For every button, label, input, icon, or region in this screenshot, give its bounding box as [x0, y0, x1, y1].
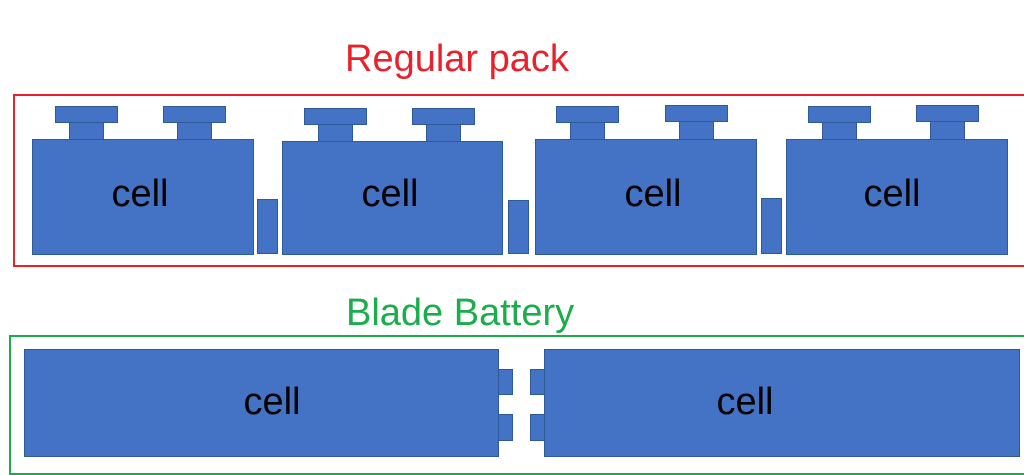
regular-cell-label: cell	[361, 173, 419, 215]
terminal-stem	[679, 121, 714, 141]
regular-pack-title: Regular pack	[345, 38, 569, 80]
cell-connector	[257, 199, 278, 254]
blade-tab	[498, 369, 513, 395]
terminal-cap	[163, 106, 226, 123]
terminal-cap	[808, 106, 871, 123]
blade-cell-label: cell	[243, 381, 301, 423]
blade-battery-title: Blade Battery	[346, 292, 575, 334]
terminal-stem	[930, 121, 965, 141]
blade-tab	[530, 414, 545, 441]
terminal-cap	[55, 106, 118, 123]
regular-cell	[535, 139, 757, 255]
blade-tab	[498, 414, 513, 441]
regular-cell	[32, 139, 254, 255]
blade-tab	[530, 369, 545, 395]
regular-cell-label: cell	[863, 173, 921, 215]
blade-cell-label: cell	[716, 381, 774, 423]
cell-connector	[508, 200, 529, 254]
blade-cell	[24, 349, 499, 457]
terminal-cap	[412, 108, 475, 125]
regular-cell-label: cell	[624, 173, 682, 215]
terminal-cap	[665, 105, 728, 122]
terminal-cap	[916, 105, 979, 122]
terminal-cap	[304, 108, 367, 125]
regular-cell-label: cell	[111, 173, 169, 215]
cell-connector	[761, 198, 782, 254]
regular-pack-frame	[13, 94, 1024, 267]
terminal-cap	[556, 106, 619, 123]
regular-cell	[786, 139, 1008, 255]
blade-cell	[544, 349, 1020, 457]
regular-cell	[282, 141, 503, 255]
